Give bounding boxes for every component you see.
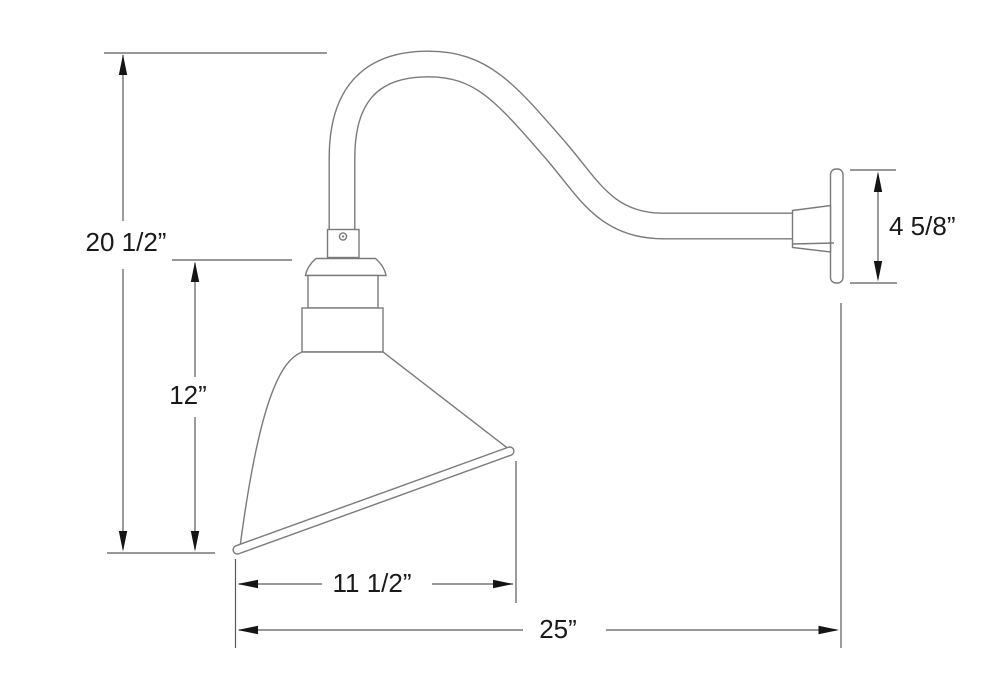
arrow-right-icon	[818, 625, 839, 635]
dim-shade-width: 11 1/2”	[234, 461, 517, 648]
socket-band-lower	[301, 307, 384, 353]
dim-overall-projection: 25”	[237, 303, 842, 648]
arrow-left-icon	[237, 625, 258, 635]
wall-mount	[791, 168, 844, 284]
arrow-left-icon	[237, 579, 258, 589]
set-screw-center	[341, 235, 345, 238]
arrow-up-icon	[873, 171, 883, 192]
dim-canopy-height: 4 5/8”	[850, 169, 956, 284]
socket-fitting	[301, 228, 387, 353]
arrow-down-icon	[873, 261, 883, 282]
canopy-cup-step	[792, 242, 835, 245]
angle-shade	[232, 351, 515, 555]
arrow-down-icon	[118, 531, 128, 552]
shade-rim	[232, 446, 515, 555]
dim-overall-height: 20 1/2”	[86, 52, 327, 552]
gooseneck-pipe-body	[329, 51, 794, 242]
shade-body	[239, 351, 512, 549]
wall-plate	[829, 168, 844, 284]
socket-cap	[304, 257, 387, 277]
arrow-up-icon	[190, 261, 200, 282]
socket-band-upper	[307, 274, 379, 309]
shade-assembly-height-label: 12”	[169, 380, 207, 410]
arrow-up-icon	[118, 54, 128, 75]
overall-height-label: 20 1/2”	[86, 227, 167, 257]
canopy-height-label: 4 5/8”	[889, 211, 956, 241]
gooseneck-arm	[328, 50, 794, 242]
arrow-down-icon	[190, 531, 200, 552]
canopy-cup	[791, 204, 832, 253]
arrow-right-icon	[493, 579, 514, 589]
dim-shade-assembly-height: 12”	[169, 259, 292, 552]
overall-projection-label: 25”	[539, 614, 577, 644]
shade-width-label: 11 1/2”	[332, 568, 411, 598]
